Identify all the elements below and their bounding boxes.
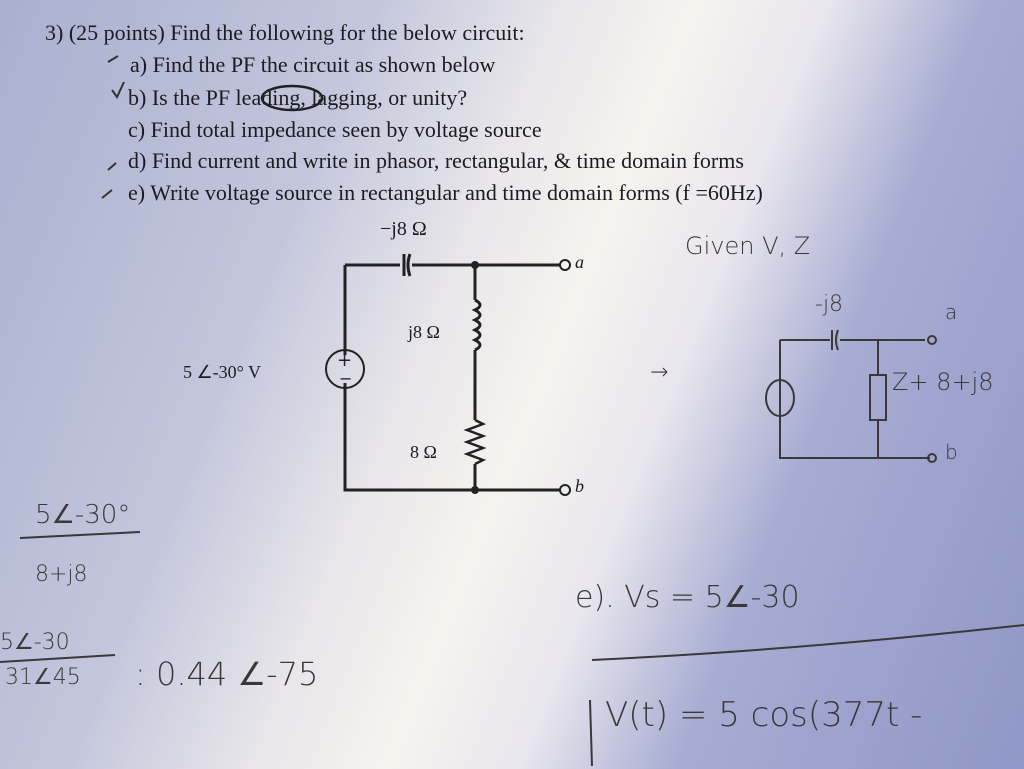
resistor-icon	[463, 418, 487, 466]
given-note: Given V, Z	[685, 232, 811, 260]
svg-text:+: +	[337, 350, 352, 371]
voltage-source-icon	[325, 349, 365, 389]
sketch-b-label: b	[945, 440, 958, 464]
circuit-diagram	[325, 253, 571, 496]
item-d: d) Find current and write in phasor, rec…	[128, 148, 744, 173]
problem-heading: 3) (25 points) Find the following for th…	[45, 20, 525, 45]
check-marks	[101, 55, 125, 199]
resistor-label: 8 Ω	[410, 442, 437, 462]
fraction1-numerator: 5∠-30°	[35, 500, 131, 530]
sketch-circuit	[0, 329, 1024, 767]
lagging-circle	[260, 84, 324, 112]
fraction2-numerator: 5∠-30	[0, 630, 70, 655]
inductor-label: j8 Ω	[408, 322, 440, 342]
capacitor-icon	[402, 253, 412, 277]
fraction2-denominator: 31∠45	[5, 665, 81, 690]
svg-text:−: −	[339, 369, 352, 388]
inductor-icon	[471, 298, 482, 352]
capacitor-label: −j8 Ω	[380, 218, 427, 240]
item-a: a) Find the PF the circuit as shown belo…	[130, 52, 496, 77]
terminal-b: b	[575, 476, 584, 496]
item-b: b) Is the PF leading, lagging, or unity?	[128, 85, 468, 110]
arrow: →	[650, 360, 669, 385]
item-c: c) Find total impedance seen by voltage …	[128, 117, 542, 142]
sketch-a-label: a	[945, 300, 958, 324]
part-e-answer: e). Vs = 5∠-30	[575, 580, 800, 615]
current-result: : 0.44 ∠-75	[135, 655, 319, 693]
item-e: e) Write voltage source in rectangular a…	[128, 180, 763, 205]
sketch-cap-label: -j8	[815, 292, 844, 317]
time-domain-answer: V(t) = 5 cos(377t -	[605, 695, 923, 735]
sketch-z-label: Z+ 8+j8	[892, 368, 994, 396]
source-label: 5 ∠-30° V	[183, 362, 262, 382]
fraction1-denominator: 8+j8	[35, 562, 88, 587]
terminal-a: a	[575, 252, 584, 272]
